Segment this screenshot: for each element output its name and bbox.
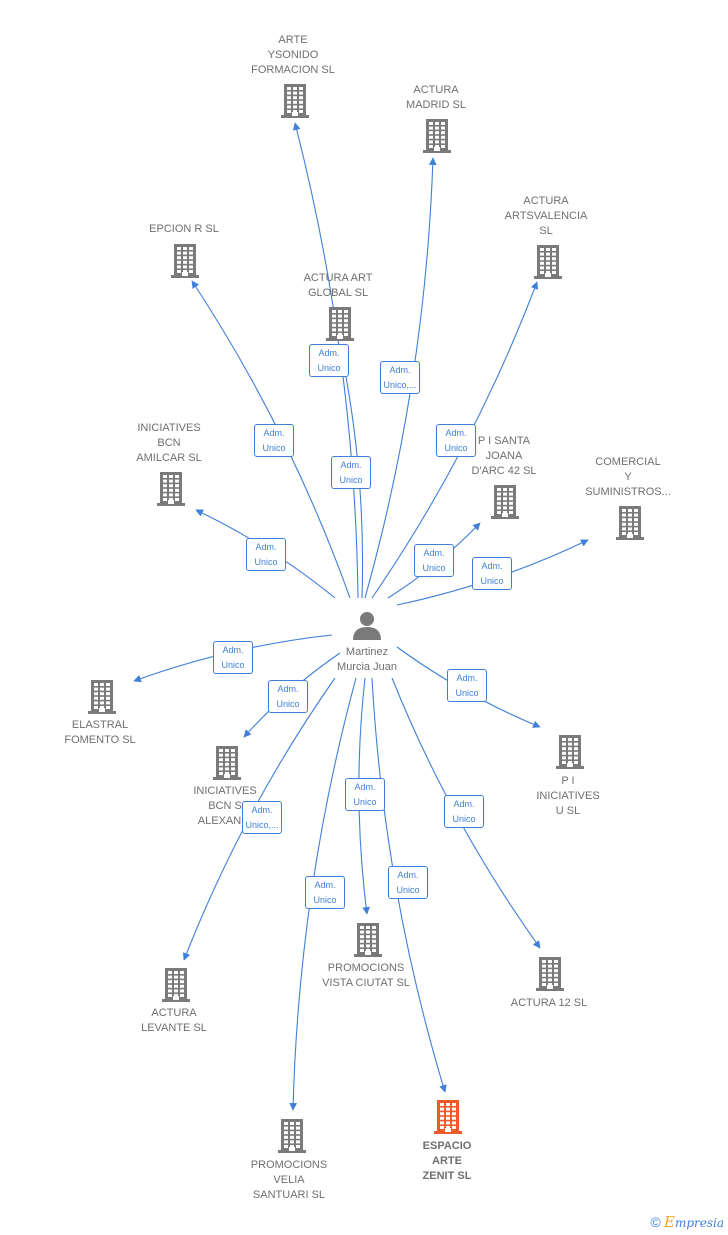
role-badge-pi-iniciatives-u[interactable]: Adm. Unico [447, 669, 487, 702]
role-badge-iniciatives-bcn-amilcar[interactable]: Adm. Unico [246, 538, 286, 571]
role-badge-espacio-arte-zenit[interactable]: Adm. Unico [388, 866, 428, 899]
person-node[interactable] [351, 610, 383, 645]
company-label-elastral-fomento[interactable]: ELASTRAL FOMENTO SL [64, 719, 136, 746]
company-label-promocions-velia[interactable]: PROMOCIONS VELIA SANTUARI SL [250, 1158, 328, 1201]
company-node-actura-madrid[interactable] [421, 118, 453, 159]
building-icon [171, 244, 199, 278]
company-label-actura-art-global[interactable]: ACTURA ART GLOBAL SL [303, 272, 373, 299]
company-node-pi-iniciatives-u[interactable] [554, 734, 586, 775]
building-icon [423, 119, 451, 153]
building-icon [491, 485, 519, 519]
company-label-actura-levante[interactable]: ACTURA LEVANTE SL [141, 1007, 207, 1034]
role-badge-epcion-r[interactable]: Adm. Unico [254, 424, 294, 457]
role-badge-promocions-velia[interactable]: Adm. Unico [305, 876, 345, 909]
building-icon [616, 506, 644, 540]
company-label-actura-12[interactable]: ACTURA 12 SL [510, 996, 588, 1009]
role-badge-actura-12[interactable]: Adm. Unico [444, 795, 484, 828]
role-badge-actura-art-global[interactable]: Adm. Unico [331, 456, 371, 489]
role-badge-elastral-fomento[interactable]: Adm. Unico [213, 641, 253, 674]
building-icon [162, 968, 190, 1002]
brand-initial: E [663, 1213, 675, 1231]
copyright-icon: © [650, 1214, 661, 1230]
company-node-promocions-vista-ciutat[interactable] [352, 922, 384, 963]
role-badge-pi-santa-joana[interactable]: Adm. Unico [414, 544, 454, 577]
brand-name: mpresia [674, 1216, 724, 1230]
building-icon [326, 307, 354, 341]
company-label-iniciatives-bcn-alexandria[interactable]: INICIATIVES BCN S ALEXANDI [193, 784, 257, 827]
company-label-actura-madrid[interactable]: ACTURA MADRID SL [406, 84, 466, 111]
company-node-actura-levante[interactable] [160, 967, 192, 1008]
company-node-iniciatives-bcn-alexandria[interactable] [211, 745, 243, 786]
building-icon [88, 680, 116, 714]
role-badge-iniciatives-bcn-alexandria[interactable]: Adm. Unico [268, 680, 308, 713]
building-icon [278, 1119, 306, 1153]
company-label-espacio-arte-zenit[interactable]: ESPACIO ARTE ZENIT SL [422, 1139, 472, 1182]
role-badge-comercial-suministros[interactable]: Adm. Unico [472, 557, 512, 590]
company-node-elastral-fomento[interactable] [86, 679, 118, 720]
company-node-iniciatives-bcn-amilcar[interactable] [155, 471, 187, 512]
role-badge-actura-artsvalencia[interactable]: Adm. Unico [436, 424, 476, 457]
building-icon [534, 245, 562, 279]
company-label-promocions-vista-ciutat[interactable]: PROMOCIONS VISTA CIUTAT SL [322, 962, 410, 989]
building-icon [354, 923, 382, 957]
building-icon [213, 746, 241, 780]
company-node-comercial-suministros[interactable] [614, 505, 646, 546]
company-node-espacio-arte-zenit[interactable] [432, 1099, 464, 1140]
role-badge-arte-ysonido[interactable]: Adm. Unico [309, 344, 349, 377]
building-icon [281, 84, 309, 118]
building-icon [434, 1100, 462, 1134]
company-node-epcion-r[interactable] [169, 243, 201, 284]
company-label-comercial-suministros[interactable]: COMERCIAL Y SUMINISTROS... [585, 455, 671, 498]
company-label-pi-iniciatives-u[interactable]: P I INICIATIVES U SL [536, 774, 600, 817]
role-badge-actura-levante[interactable]: Adm. Unico,... [242, 801, 282, 834]
company-node-actura-artsvalencia[interactable] [532, 244, 564, 285]
role-badge-actura-madrid[interactable]: Adm. Unico,... [380, 361, 420, 394]
company-node-promocions-velia[interactable] [276, 1118, 308, 1159]
company-node-arte-ysonido[interactable] [279, 83, 311, 124]
company-node-actura-art-global[interactable] [324, 306, 356, 347]
building-icon [536, 957, 564, 991]
person-icon [353, 612, 381, 640]
role-badge-promocions-vista-ciutat[interactable]: Adm. Unico [345, 778, 385, 811]
company-node-actura-12[interactable] [534, 956, 566, 997]
company-label-arte-ysonido[interactable]: ARTE YSONIDO FORMACION SL [251, 33, 335, 76]
footer-brand: © Empresia [650, 1213, 724, 1231]
building-icon [157, 472, 185, 506]
person-name: Martinez Murcia Juan [337, 646, 397, 673]
company-label-epcion-r[interactable]: EPCION R SL [149, 222, 219, 235]
company-label-pi-santa-joana[interactable]: P I SANTA JOANA D'ARC 42 SL [471, 434, 537, 477]
company-label-iniciatives-bcn-amilcar[interactable]: INICIATIVES BCN AMILCAR SL [136, 421, 202, 464]
building-icon [556, 735, 584, 769]
company-label-actura-artsvalencia[interactable]: ACTURA ARTSVALENCIA SL [504, 194, 588, 237]
company-node-pi-santa-joana[interactable] [489, 484, 521, 525]
